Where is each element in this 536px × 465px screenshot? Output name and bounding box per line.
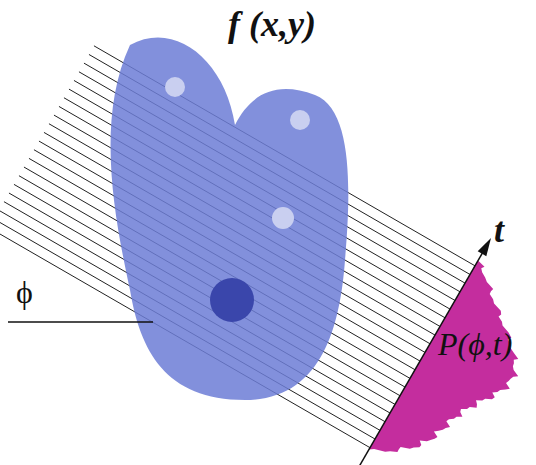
low-density-spot	[290, 110, 310, 130]
angle-label: ϕ	[16, 276, 33, 308]
axis-label: t	[494, 212, 504, 248]
high-density-spot	[210, 278, 254, 322]
projection-label: P(ϕ,t)	[438, 328, 512, 360]
low-density-spot	[272, 207, 294, 229]
horizontal-reference	[8, 321, 153, 323]
projection-profile	[369, 261, 518, 452]
arrowhead	[478, 238, 491, 256]
low-density-spot	[165, 77, 185, 97]
function-label: f (x,y)	[228, 6, 316, 42]
object-region	[111, 37, 349, 400]
